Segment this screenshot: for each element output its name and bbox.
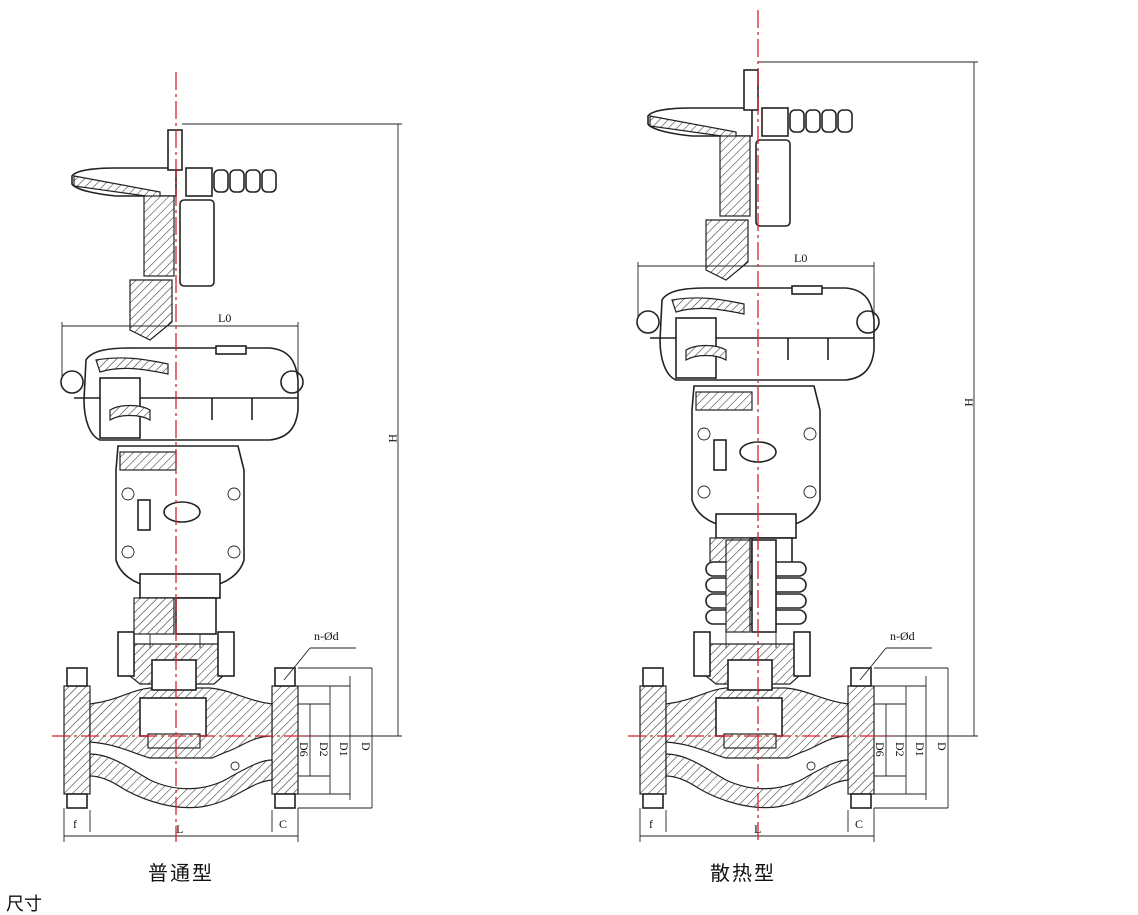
bolt-holes-label: n-Ød (890, 629, 915, 643)
d1-label: D1 (913, 742, 927, 757)
flange-thickness-label: f (649, 817, 653, 831)
standard-caption: 普通型 (148, 862, 214, 885)
bolt-holes-label: n-Ød (314, 629, 339, 643)
height-label: H (386, 434, 400, 443)
d2-label: D2 (317, 742, 331, 757)
standard-valve-diagram: L0 H n-Ød D6 D2 D1 D f L C 普通型 (52, 72, 402, 885)
heat-dissipating-valve-diagram: L0 H n-Ød D6 D2 D1 D f L C 散热型 (628, 10, 978, 885)
height-label: H (962, 398, 976, 407)
top-width-label: L0 (794, 251, 807, 265)
d-label: D (935, 742, 949, 751)
length-label: L (754, 822, 761, 836)
flange-thickness-label: f (73, 817, 77, 831)
length-label: L (176, 822, 183, 836)
d1-label: D1 (337, 742, 351, 757)
d-label: D (359, 742, 373, 751)
footer-text: 尺寸 (6, 894, 42, 915)
d6-label: D6 (873, 742, 887, 757)
c-label: C (279, 817, 287, 831)
d6-label: D6 (297, 742, 311, 757)
d2-label: D2 (893, 742, 907, 757)
c-label: C (855, 817, 863, 831)
cooling-fins (705, 539, 807, 633)
heat-dissipating-caption: 散热型 (710, 862, 776, 885)
top-width-label: L0 (218, 311, 231, 325)
